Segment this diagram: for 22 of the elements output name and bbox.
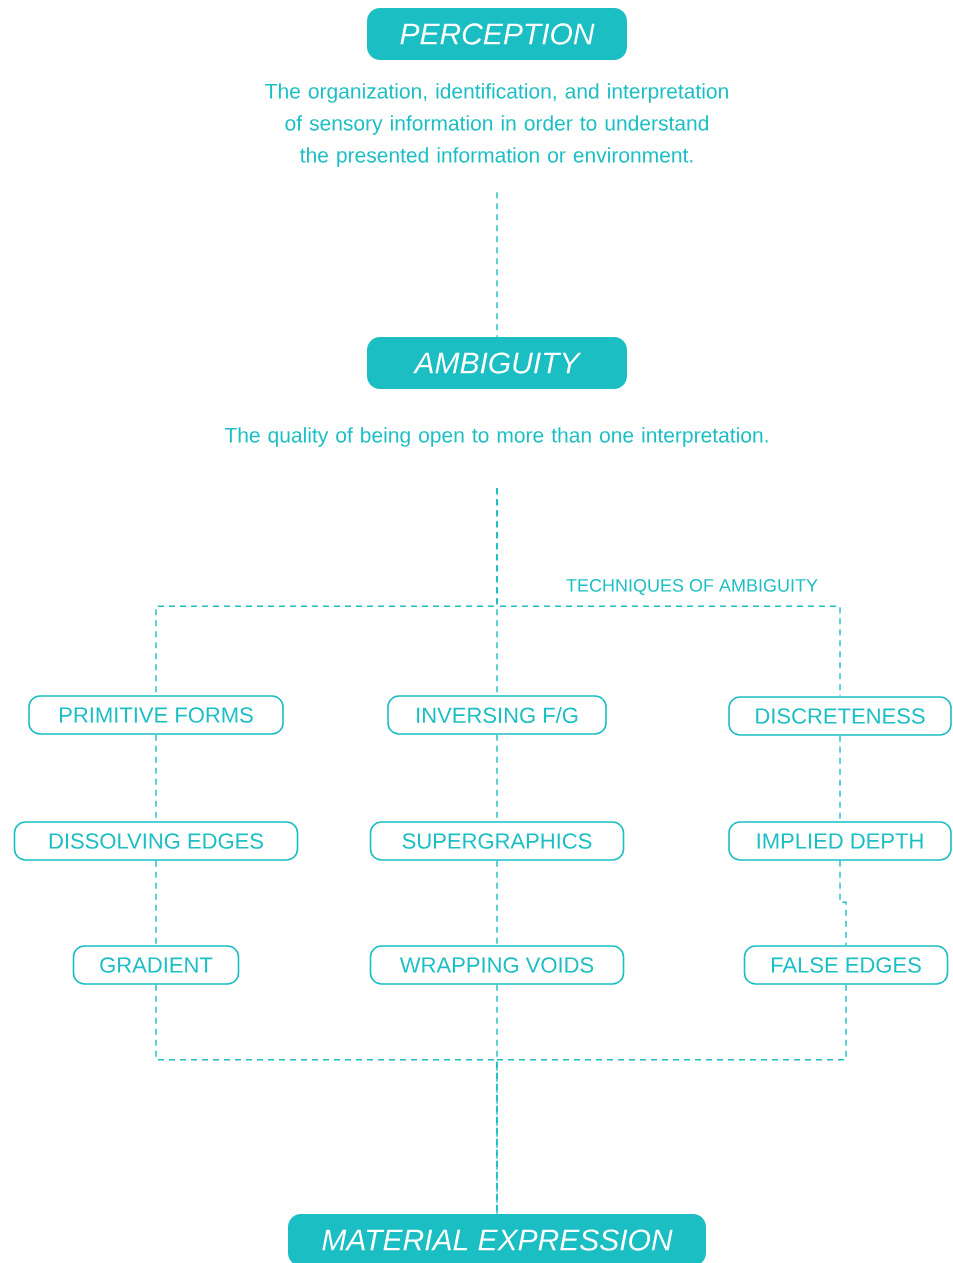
technique-box: INVERSING F/G	[387, 695, 607, 735]
technique-box: DISCRETENESS	[728, 696, 952, 736]
connector-line	[496, 860, 498, 946]
technique-box: WRAPPING VOIDS	[369, 945, 625, 985]
description-text: The quality of being open to more than one interpretation.	[224, 427, 768, 447]
technique-box: IMPLIED DEPTH	[728, 821, 952, 861]
connector-line	[496, 984, 847, 1215]
title-pill: MATERIAL EXPRESSION	[288, 1214, 706, 1263]
group-label: TECHNIQUES OF AMBIGUITY	[566, 579, 818, 595]
connector-line	[496, 191, 498, 338]
connector-line	[155, 860, 157, 946]
connector-line	[839, 860, 847, 946]
title-pill: PERCEPTION	[367, 8, 627, 60]
technique-box: DISSOLVING EDGES	[13, 821, 299, 861]
technique-box: SUPERGRAPHICS	[369, 821, 625, 861]
title-pill: AMBIGUITY	[367, 337, 627, 389]
connector-line	[496, 487, 841, 697]
technique-box: FALSE EDGES	[743, 945, 949, 985]
description-text: The organization, identification, and interpretation of sensory information in order to understand the presented information or environment.	[265, 83, 728, 167]
technique-box: GRADIENT	[72, 945, 240, 985]
connector-line	[839, 735, 841, 822]
technique-box: PRIMITIVE FORMS	[28, 695, 284, 735]
